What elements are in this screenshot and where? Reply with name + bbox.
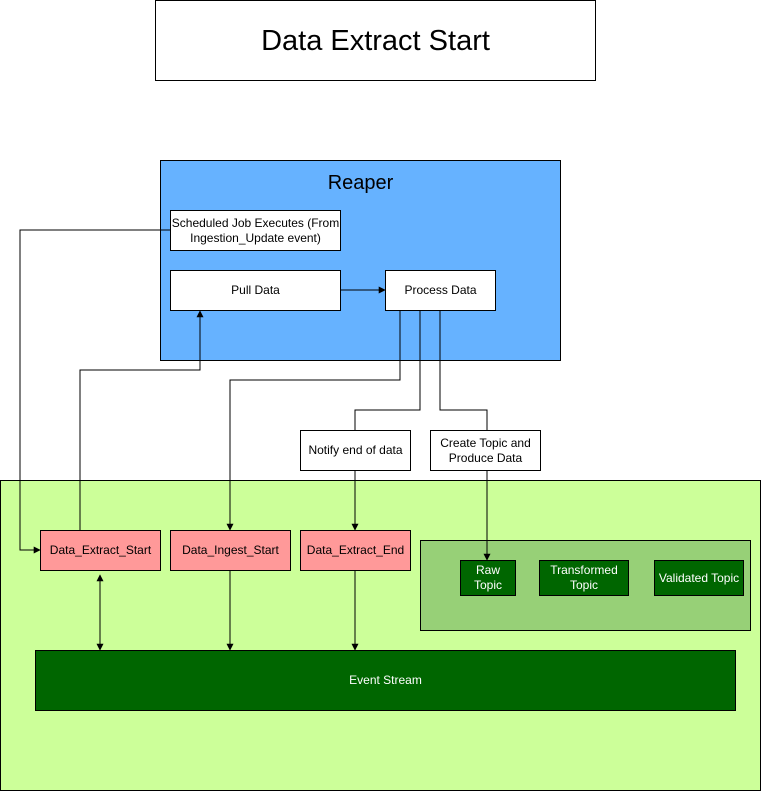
diagram-title: Data Extract Start xyxy=(155,0,596,81)
event-stream-box: Event Stream xyxy=(35,650,736,711)
event-area xyxy=(0,480,761,791)
data-ingest-start-box: Data_Ingest_Start xyxy=(170,530,291,571)
notify-end-box: Notify end of data xyxy=(300,430,411,471)
transformed-topic-box: Transformed Topic xyxy=(539,560,629,596)
data-extract-end-box: Data_Extract_End xyxy=(300,530,411,571)
pull-data-box: Pull Data xyxy=(170,270,341,311)
raw-topic-box: Raw Topic xyxy=(460,560,516,596)
create-topic-box: Create Topic and Produce Data xyxy=(430,430,541,471)
process-data-box: Process Data xyxy=(385,270,496,311)
data-extract-start-box: Data_Extract_Start xyxy=(40,530,161,571)
validated-topic-box: Validated Topic xyxy=(654,560,744,596)
scheduled-job-box: Scheduled Job Executes (From Ingestion_U… xyxy=(170,210,341,251)
reaper-title: Reaper xyxy=(327,172,394,194)
